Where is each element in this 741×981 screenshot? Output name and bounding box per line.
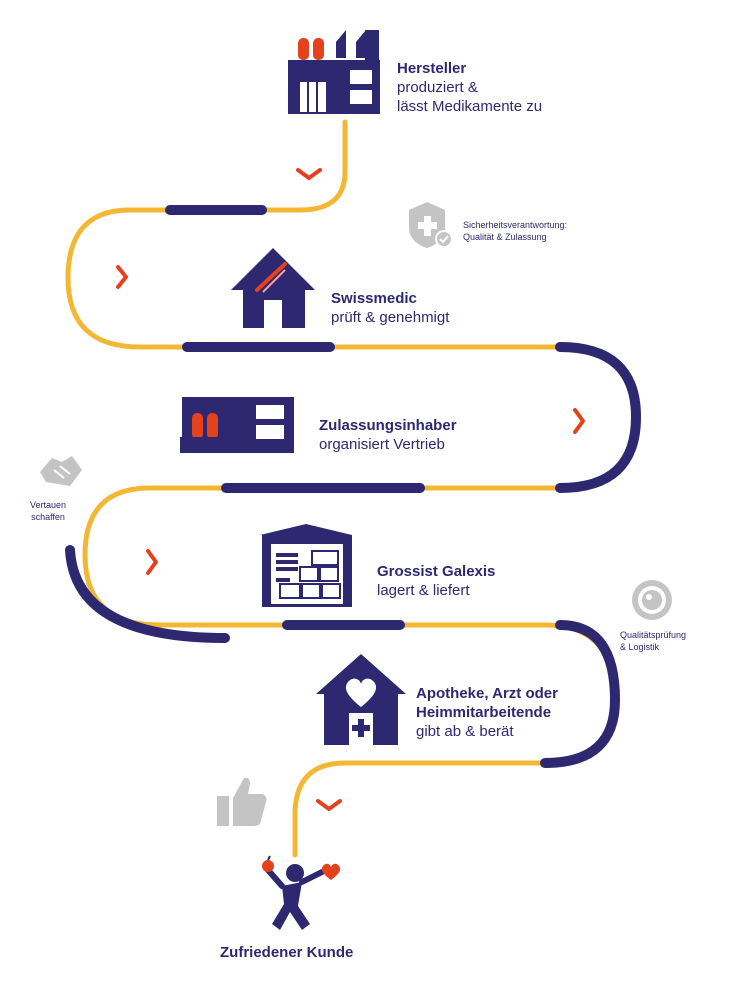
warehouse-icon (260, 524, 352, 607)
handshake-icon (40, 456, 82, 486)
final-label: Zufriedener Kunde (220, 944, 354, 961)
step-zulassungsinhaber: Zulassungsinhaber organisiert Vertrieb (319, 417, 457, 455)
factory-icon (288, 30, 380, 114)
heart-icon (321, 863, 341, 880)
step-grossist: Grossist Galexis lagert & liefert (377, 563, 495, 601)
happy-customer-icon (265, 864, 325, 930)
step-description: prüft & genehmigt (331, 308, 450, 326)
step-swissmedic: Swissmedic prüft & genehmigt (331, 290, 449, 328)
step-description: organisiert Vertrieb (319, 435, 445, 453)
step-title: Heimmitarbeitende (416, 703, 552, 721)
route-segment (65, 545, 230, 643)
step-hersteller: Hersteller produziert & lässt Medikament… (397, 60, 542, 116)
step-description: produziert & (397, 78, 478, 96)
note-text: Qualitätsprüfung (620, 630, 687, 640)
step-description: gibt ab & berät (416, 722, 514, 740)
office-icon (180, 397, 294, 453)
route-segment (555, 342, 642, 493)
chevron-down-icon (296, 168, 322, 180)
note-security: Sicherheitsverantwortung: Qualität & Zul… (463, 220, 567, 243)
chevron-right-icon (116, 265, 128, 289)
chevron-right-icon (573, 408, 585, 434)
note-text: & Logistik (620, 641, 660, 652)
note-trust: Vertauen schaffen (30, 500, 66, 523)
route-segment (540, 620, 621, 768)
note-quality: Qualitätsprüfung & Logistik (620, 630, 686, 653)
note-text: schaffen (31, 511, 65, 522)
pharmacy-icon (316, 654, 406, 745)
step-title: Grossist Galexis (377, 563, 496, 580)
step-title: Swissmedic (331, 290, 417, 307)
chevron-right-icon (146, 549, 158, 575)
note-text: Sicherheitsverantwortung: (463, 220, 568, 230)
eye-icon (632, 580, 672, 620)
house-icon (231, 248, 315, 328)
step-title: Apotheke, Arzt oder (416, 685, 558, 702)
step-description: lässt Medikamente zu (397, 97, 543, 115)
step-description: lagert & liefert (377, 581, 470, 599)
step-apotheke: Apotheke, Arzt oder Heimmitarbeitende gi… (416, 685, 558, 741)
chevron-down-icon (316, 799, 342, 811)
shield-check-icon (409, 202, 453, 248)
step-title: Zulassungsinhaber (319, 417, 457, 434)
thumbs-up-icon (217, 777, 267, 826)
step-title: Hersteller (397, 60, 467, 77)
apple-icon (262, 855, 274, 872)
note-text: Vertauen (30, 500, 67, 510)
note-text: Qualität & Zulassung (463, 231, 547, 242)
